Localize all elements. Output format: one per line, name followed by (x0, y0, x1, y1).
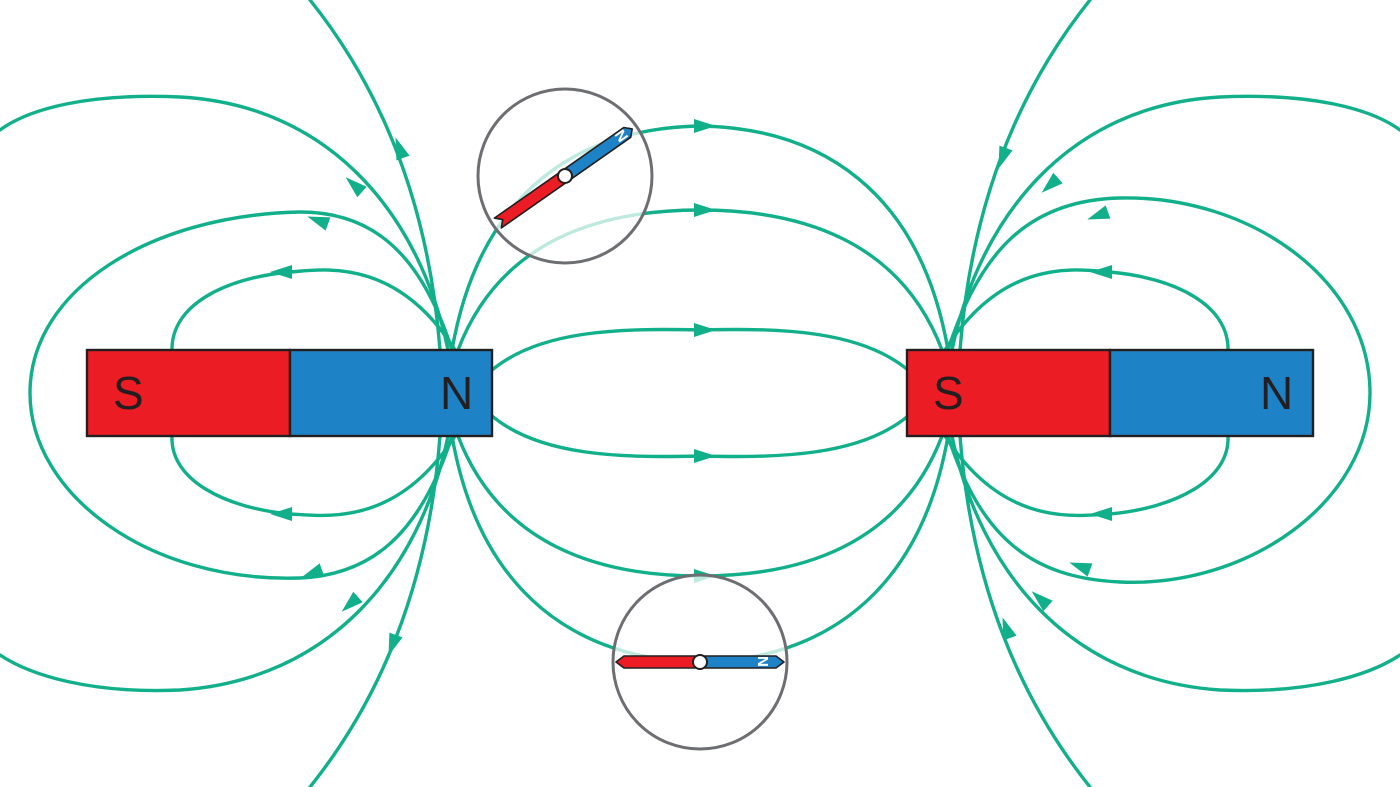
field-line (950, 434, 1400, 693)
arrow-icon (270, 507, 292, 521)
needle-north-label: N (754, 656, 771, 667)
arrow-icon (270, 265, 292, 279)
magnet-right: S N (905, 348, 1315, 438)
field-line (308, 434, 442, 787)
north-pole-label: N (1260, 367, 1293, 419)
north-pole (288, 348, 494, 438)
arrow-icon (1090, 507, 1112, 521)
arrow-icon (307, 216, 331, 231)
field-line (28, 210, 454, 580)
field-line (943, 434, 1230, 518)
arrow-icon (694, 323, 716, 337)
field-line (170, 434, 457, 518)
field-line (958, 434, 1092, 787)
arrow-icon (694, 119, 716, 133)
arrow-icon (301, 563, 325, 578)
arrow-icon (341, 591, 363, 612)
arrow-icon (998, 145, 1013, 169)
field-line (170, 268, 457, 354)
compass-needle: N (493, 126, 633, 229)
south-pole-label: S (113, 367, 144, 419)
needle-pivot (557, 168, 573, 184)
compass-top: N (476, 87, 654, 265)
arrow-icon (1087, 205, 1111, 220)
north-pole-label: N (440, 367, 473, 419)
arrow-icon (1069, 562, 1093, 577)
compass-needle: N (615, 654, 785, 670)
arrow-icon (694, 449, 716, 463)
field-line (943, 268, 1230, 354)
needle-pivot (692, 654, 708, 670)
compass-bottom: N (611, 573, 789, 751)
needle-south-half (493, 170, 570, 229)
south-pole-label: S (933, 367, 964, 419)
field-line (946, 196, 1372, 584)
arrow-icon (694, 203, 716, 217)
north-pole (1108, 348, 1315, 438)
south-pole (905, 348, 1112, 438)
field-line (490, 327, 910, 372)
arrow-icon (388, 632, 403, 656)
field-line (0, 434, 450, 693)
field-line (958, 0, 1092, 352)
south-pole (85, 348, 292, 438)
needle-south-half (615, 655, 701, 669)
field-arrows (270, 119, 1112, 656)
arrow-icon (1002, 617, 1017, 641)
arrow-icon (395, 137, 410, 161)
field-line (490, 414, 910, 459)
field-line (308, 0, 442, 352)
arrow-icon (1090, 265, 1112, 279)
arrow-icon (1031, 591, 1053, 612)
magnet-left: S N (85, 348, 494, 438)
arrow-icon (1041, 172, 1063, 193)
field-line (0, 94, 450, 352)
field-line (950, 94, 1400, 352)
arrow-icon (345, 177, 367, 198)
